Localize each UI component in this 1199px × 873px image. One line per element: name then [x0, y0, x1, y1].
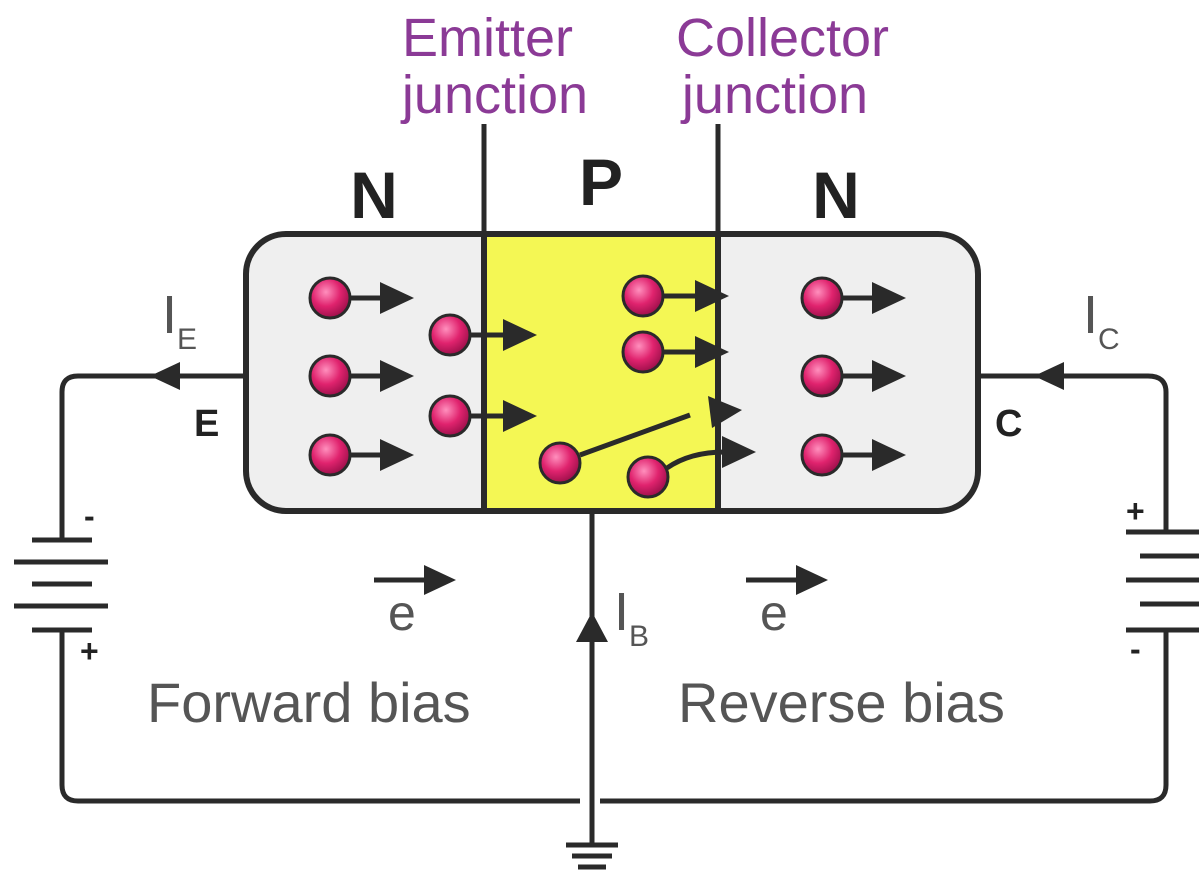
- collector-junction-label: Collector junction: [676, 8, 904, 125]
- electron: [308, 433, 352, 477]
- base-current-arrow: [576, 612, 608, 642]
- electron-arrow: [579, 412, 691, 458]
- battery-negative-sign: -: [84, 498, 95, 534]
- electron-flow: [308, 274, 906, 499]
- electron: [800, 354, 844, 398]
- electron-arrowhead: [380, 360, 414, 392]
- circuit-wiring: [59, 373, 1169, 845]
- electron-flow-indicator-left: e: [374, 565, 456, 641]
- collector-wire: [978, 373, 1169, 532]
- battery-negative-sign: -: [1130, 631, 1141, 667]
- battery-positive-sign: +: [80, 633, 99, 669]
- left-battery: - +: [14, 498, 108, 669]
- electron-arrowhead: [708, 396, 742, 428]
- base-current-label: IB: [614, 582, 649, 653]
- electron: [538, 441, 582, 485]
- electron-arrowhead: [503, 319, 537, 351]
- electron: [800, 433, 844, 477]
- electron-arrowhead: [503, 400, 537, 432]
- electron-arrowhead: [872, 360, 906, 392]
- collector-region-label: N: [812, 158, 860, 232]
- electron: [428, 394, 472, 438]
- electron-arrowhead: [695, 280, 729, 312]
- right-return-wire: [600, 630, 1169, 804]
- electron-arrow: [665, 449, 726, 471]
- electron-flow-indicator-right: e: [746, 565, 828, 641]
- electron-arrowhead: [695, 336, 729, 368]
- base-region-label: P: [579, 145, 623, 219]
- ground-icon: [566, 842, 618, 870]
- electron: [308, 276, 352, 320]
- transistor-body: [243, 231, 981, 514]
- emitter-junction-label: Emitter junction: [400, 8, 588, 125]
- electron-arrowhead: [380, 439, 414, 471]
- electron-arrowhead: [380, 282, 414, 314]
- electron: [800, 276, 844, 320]
- collector-current-arrow: [1034, 362, 1064, 390]
- forward-bias-label: Forward bias: [147, 671, 471, 734]
- electron-arrowhead: [722, 436, 756, 468]
- reverse-bias-label: Reverse bias: [678, 671, 1005, 734]
- emitter-wire: [59, 373, 246, 540]
- right-battery: + -: [1126, 493, 1199, 667]
- electron-arrowhead: [872, 439, 906, 471]
- electron: [626, 455, 670, 499]
- flow-arrowhead: [796, 565, 828, 595]
- electron-symbol: e: [388, 585, 416, 641]
- electron-symbol: e: [760, 585, 788, 641]
- emitter-region-label: N: [350, 158, 398, 232]
- electron: [621, 330, 665, 374]
- battery-positive-sign: +: [1126, 493, 1145, 529]
- electron: [621, 274, 665, 318]
- emitter-current-arrow: [150, 362, 180, 390]
- electron: [308, 354, 352, 398]
- flow-arrowhead: [424, 565, 456, 595]
- p-region-base: [481, 231, 721, 514]
- collector-current-label: IC: [1083, 285, 1120, 356]
- emitter-current-label: IE: [162, 285, 197, 356]
- electron-arrowhead: [872, 282, 906, 314]
- electron: [428, 313, 472, 357]
- collector-terminal-label: C: [995, 403, 1022, 445]
- emitter-terminal-label: E: [194, 403, 219, 445]
- left-return-wire: [59, 630, 580, 804]
